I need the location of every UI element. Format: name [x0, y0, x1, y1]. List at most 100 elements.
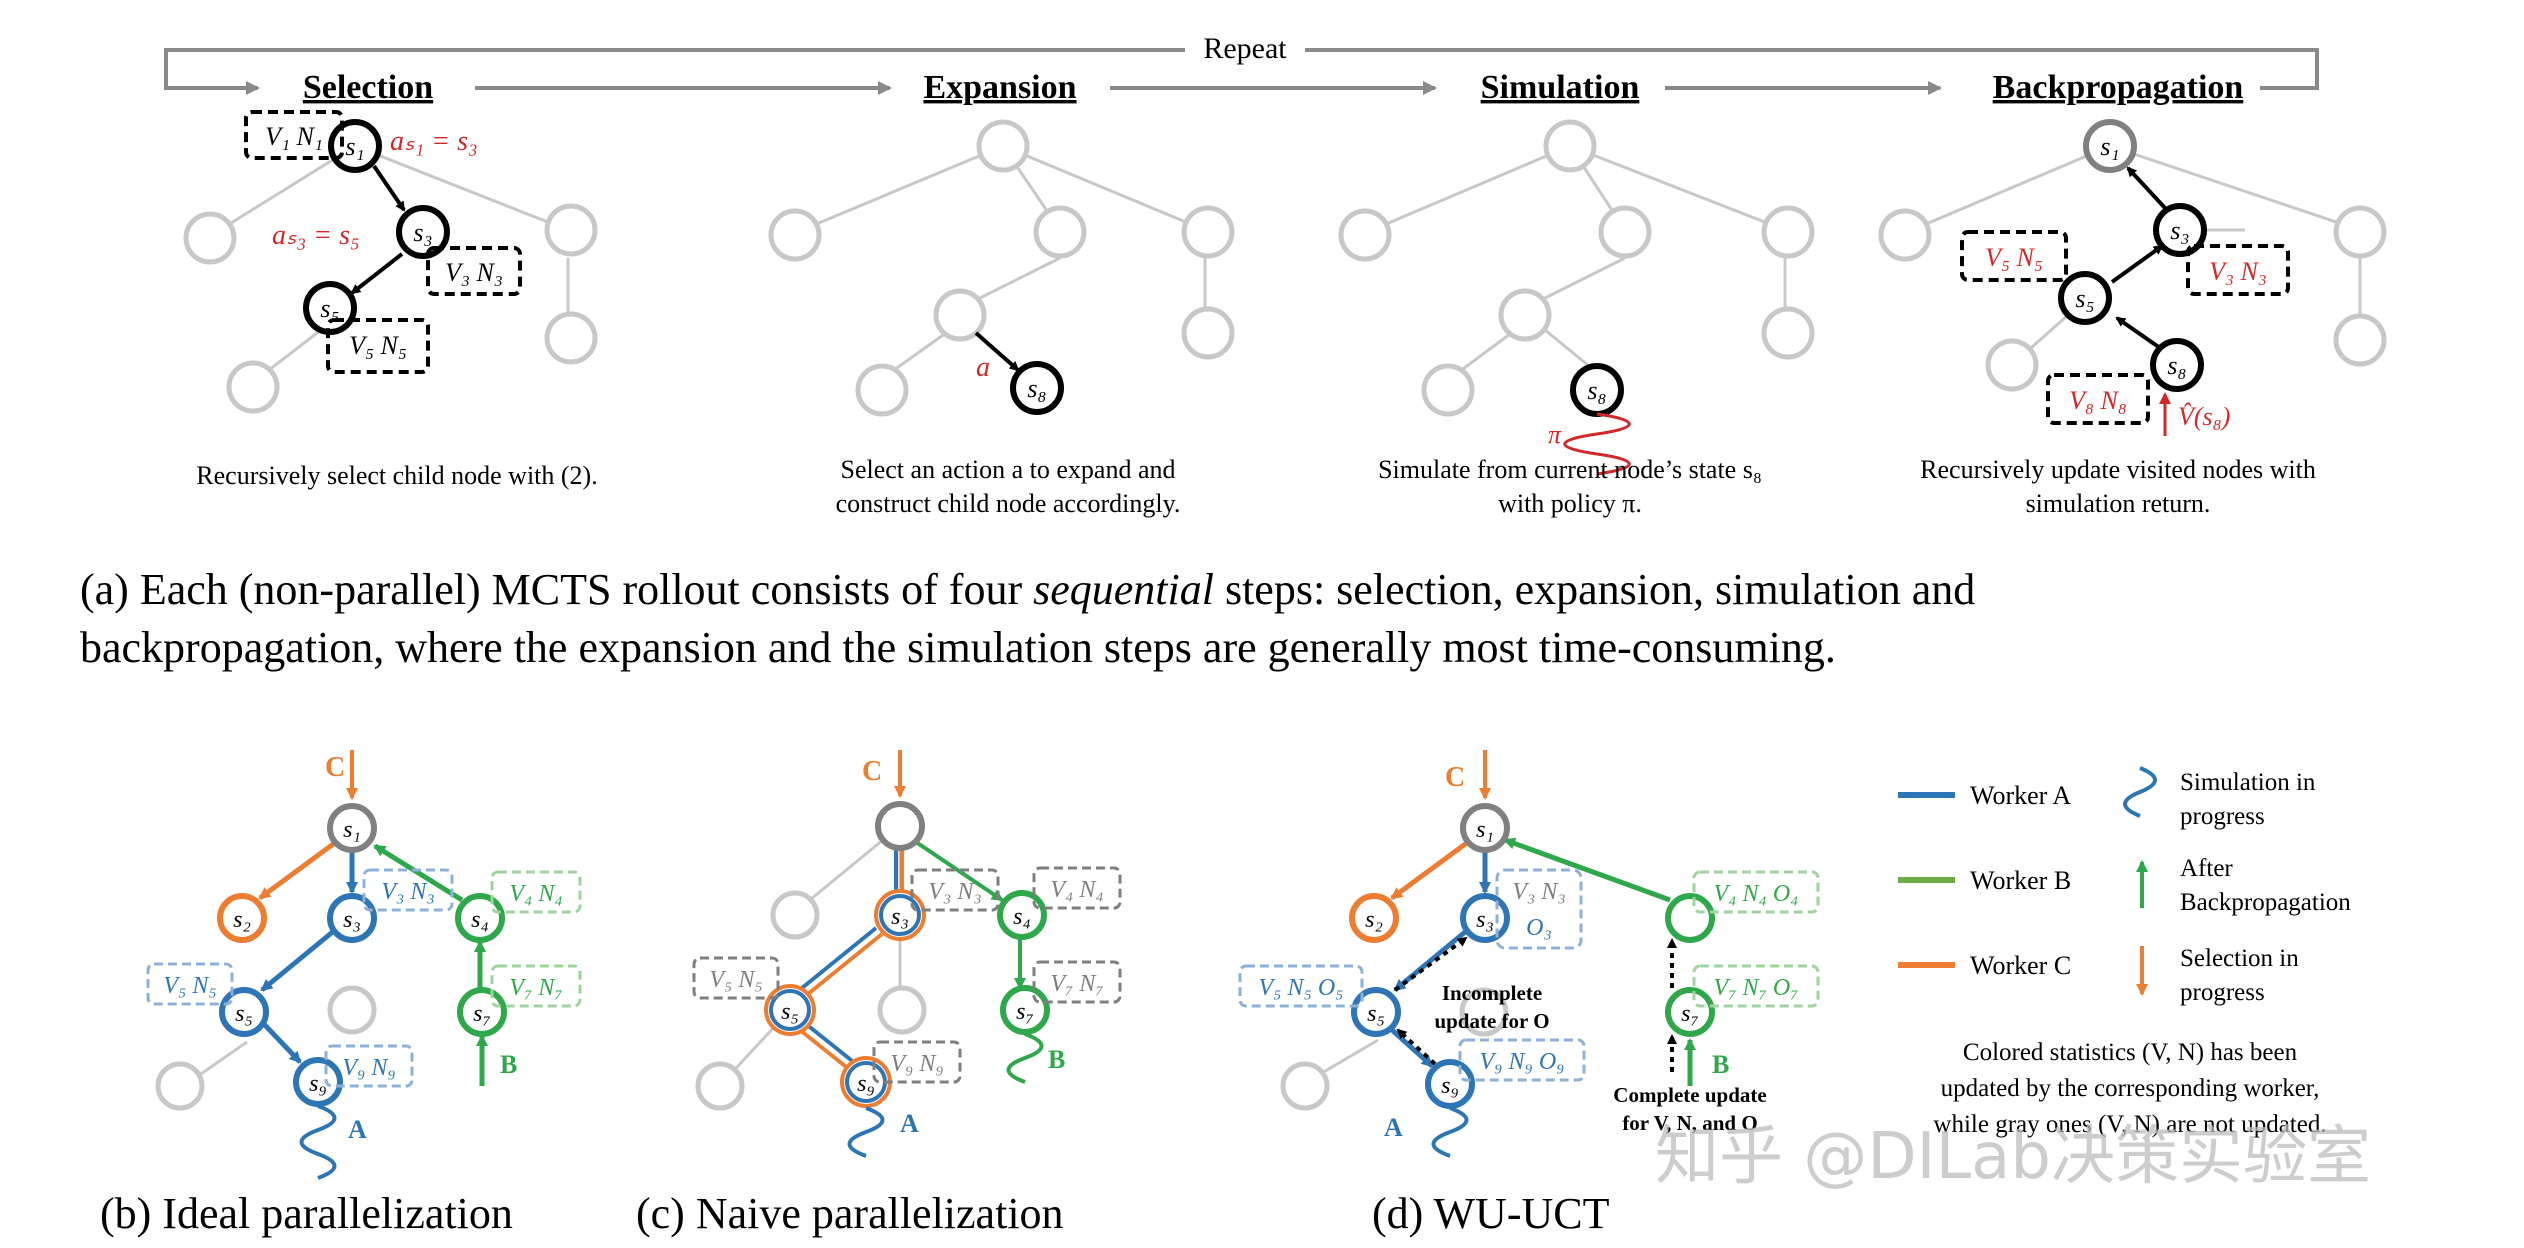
- node-s5-label: s₅: [1367, 1001, 1385, 1027]
- stat-v9n9: V₉ N₉: [890, 1051, 943, 1077]
- tree-node: [1498, 288, 1552, 342]
- tree-node: [1181, 306, 1235, 360]
- stat-v4n4: V₄ N₄: [509, 881, 562, 907]
- stat-box: [490, 870, 582, 914]
- legend-sel-1: Selection in: [2180, 945, 2299, 972]
- node-s1-label: s₁: [343, 817, 361, 843]
- tree-node: [155, 1061, 205, 1111]
- stat-box: [1495, 868, 1583, 950]
- tree-node: [877, 985, 927, 1035]
- panel-a-caption-line1: (a) Each (non-parallel) MCTS rollout con…: [80, 565, 1975, 614]
- step-expansion: Expansion: [923, 69, 1076, 106]
- action-a: a: [976, 352, 990, 383]
- simulation-squiggle: [1563, 412, 1631, 476]
- stat-box: [490, 964, 582, 1008]
- stat-box: [146, 962, 234, 1006]
- node-s9-label: s₉: [1441, 1073, 1459, 1099]
- node-s3: [396, 205, 450, 259]
- node-s8: [2150, 338, 2204, 392]
- stat-v7n7o7: V₇ N₇ O₇: [1713, 975, 1798, 1001]
- legend-sim-2: progress: [2180, 803, 2265, 830]
- node-s2-label: s₂: [1365, 907, 1383, 933]
- legend-note-1: Colored statistics (V, N) has been: [1963, 1039, 2298, 1066]
- complete-update-2: for V, N, and O: [1622, 1111, 1757, 1135]
- legend: Worker A Worker B Worker C Simulation in…: [1898, 766, 2351, 1138]
- node-s4-label: s₄: [1013, 904, 1031, 930]
- stat-box: [362, 868, 454, 912]
- legend-worker-c: Worker C: [1970, 951, 2071, 980]
- tree-node: [1761, 205, 1815, 259]
- stat-v5n5: V₅ N₅: [163, 973, 216, 999]
- worker-b-label: B: [1712, 1050, 1729, 1079]
- node-s5: [1351, 987, 1401, 1037]
- tree-node: [226, 360, 280, 414]
- tree-node: [1033, 205, 1087, 259]
- panel-a-caption-line2: backpropagation, where the expansion and…: [80, 623, 1836, 672]
- incomplete-update-2: update for O: [1434, 1009, 1549, 1033]
- node-s5-label: s₅: [2075, 284, 2094, 313]
- stat-box: [1960, 230, 2068, 282]
- node-s5-label: s₅: [235, 1001, 253, 1027]
- stat-v1n1: V₁ N₁: [265, 122, 323, 151]
- node-root: [875, 801, 925, 851]
- stat-box: [2186, 244, 2290, 296]
- repeat-label: Repeat: [1203, 32, 1287, 65]
- stat-v9n9o9: V₉ N₉ O₉: [1479, 1049, 1564, 1075]
- tree-node: [1543, 119, 1597, 173]
- stat-box: [872, 1040, 962, 1084]
- caption-selection: Recursively select child node with (2).: [196, 461, 597, 490]
- legend-sel-2: progress: [2180, 979, 2265, 1006]
- node-s5: [219, 987, 269, 1037]
- worker-a-label: A: [900, 1109, 919, 1138]
- worker-b-label: B: [500, 1050, 517, 1079]
- simulation-squiggle: [299, 1104, 337, 1180]
- action-as1: aₛ₁ = s₃: [390, 126, 478, 157]
- tree-node: [1421, 363, 1475, 417]
- node-s4: [1665, 893, 1715, 943]
- watermark: 知乎 @DILab决策实验室: [1655, 1120, 2371, 1194]
- node-s2: [217, 893, 267, 943]
- policy-pi: π: [1548, 420, 1562, 449]
- worker-c-label: C: [325, 752, 345, 783]
- stat-box: [1692, 964, 1820, 1008]
- node-s7-label: s₇: [1681, 1001, 1699, 1027]
- tree-node: [770, 890, 820, 940]
- worker-b-label: B: [1048, 1045, 1065, 1074]
- stat-box: [1692, 870, 1820, 914]
- node-s8-label: s₈: [1587, 376, 1606, 405]
- legend-after-2: Backpropagation: [2180, 889, 2351, 916]
- stat-v4n4o4: V₄ N₄ O₄: [1713, 881, 1798, 907]
- tree-node: [695, 1061, 745, 1111]
- tree-node: [183, 211, 237, 265]
- node-s1: [328, 119, 382, 173]
- worker-a-label: A: [348, 1115, 367, 1144]
- stat-box: [910, 868, 1000, 912]
- caption-simulation-1: Simulate from current node’s state s₈: [1378, 455, 1762, 484]
- tree-node: [2333, 205, 2387, 259]
- node-s8-label: s₈: [2167, 351, 2186, 380]
- node-s2: [1349, 893, 1399, 943]
- node-s7-label: s₇: [473, 1001, 491, 1027]
- worker-c-label: C: [1445, 762, 1465, 793]
- caption-backprop-2: simulation return.: [2026, 489, 2211, 518]
- legend-note-2: updated by the corresponding worker,: [1941, 1075, 2320, 1102]
- action-as3: aₛ₃ = s₅: [272, 220, 360, 251]
- node-s3-label: s₃: [1476, 907, 1494, 933]
- stat-v4n4: V₄ N₄: [1050, 877, 1103, 903]
- stat-v3n3: V₃ N₃: [1512, 879, 1565, 905]
- squiggle-icon: [2123, 766, 2157, 818]
- tree-node: [1985, 338, 2039, 392]
- node-s9: [293, 1057, 343, 1107]
- tree-node: [327, 985, 377, 1035]
- node-s4-label: s₄: [471, 907, 489, 933]
- stat-v9n9: V₉ N₉: [342, 1055, 395, 1081]
- node-s3-label: s₃: [343, 907, 361, 933]
- stat-box: [1238, 964, 1364, 1008]
- step-simulation: Simulation: [1481, 69, 1640, 106]
- stat-v3n3: V₃ N₃: [928, 879, 981, 905]
- repeat-loop: [164, 48, 2319, 95]
- node-s5-label: s₅: [781, 999, 799, 1025]
- tree-node: [544, 311, 598, 365]
- tree-node: [976, 119, 1030, 173]
